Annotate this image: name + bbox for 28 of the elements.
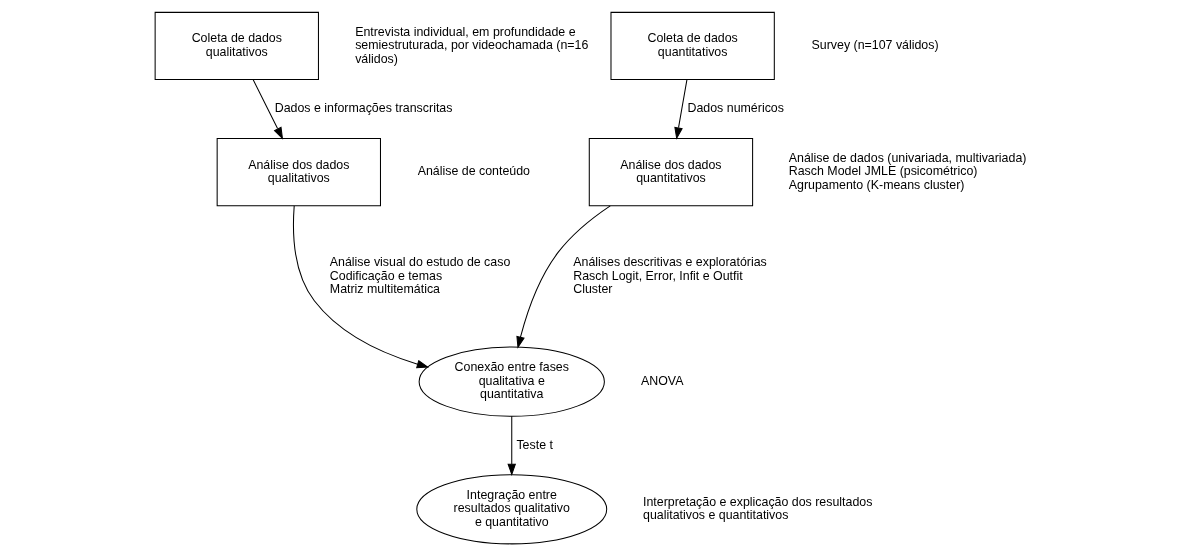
node-label: Interpretação e explicação dos resultados qualitativos e quantitativos bbox=[642, 494, 872, 523]
edge-label: Dados numéricos bbox=[687, 101, 784, 116]
label: Cluster bbox=[572, 282, 613, 297]
node-ellipse: Integração entre resultados qualitativo e quantitativo bbox=[415, 474, 607, 545]
node-label: Survey (n=107 válidos) bbox=[811, 38, 939, 53]
node-label: Análise de dados (univariada, multivariada) bbox=[788, 150, 1026, 165]
arrow bbox=[515, 205, 611, 349]
arrow bbox=[673, 79, 687, 140]
edge-label: Dados e informações transcritas bbox=[274, 101, 452, 116]
node-ellipse: Conexão entre fases qualitativa e quantitativa bbox=[418, 346, 605, 417]
node-label: Agrupamento (K-means cluster) bbox=[788, 177, 964, 192]
node-label: ANOVA bbox=[640, 373, 683, 388]
label: Análises descritivas e exploratórias bbox=[572, 255, 767, 270]
label: Matriz multitemática bbox=[329, 282, 440, 297]
arrow bbox=[252, 79, 283, 140]
node-box: Coleta de dados qualitativos bbox=[154, 11, 319, 81]
arrow bbox=[292, 205, 429, 369]
arrow bbox=[506, 415, 516, 477]
node-box: Análise dos dados quantitativos bbox=[588, 137, 753, 207]
label: Rasch Logit, Error, Infit e Outfit bbox=[572, 268, 743, 283]
node-label: Análise de conteúdo bbox=[417, 164, 530, 179]
node-label: Rasch Model JMLE (psicométrico) bbox=[788, 164, 977, 179]
edge-label: Teste t bbox=[515, 437, 553, 452]
label: Análise visual do estudo de caso bbox=[329, 255, 510, 270]
label: Codificação e temas bbox=[329, 268, 442, 283]
node-box: Coleta de dados quantitativos bbox=[609, 11, 775, 81]
node-box: Análise dos dados qualitativos bbox=[216, 137, 381, 207]
node-label: Entrevista individual, em profundidade e semiestruturada, por videochamada (n=16 válidos) bbox=[354, 24, 588, 66]
